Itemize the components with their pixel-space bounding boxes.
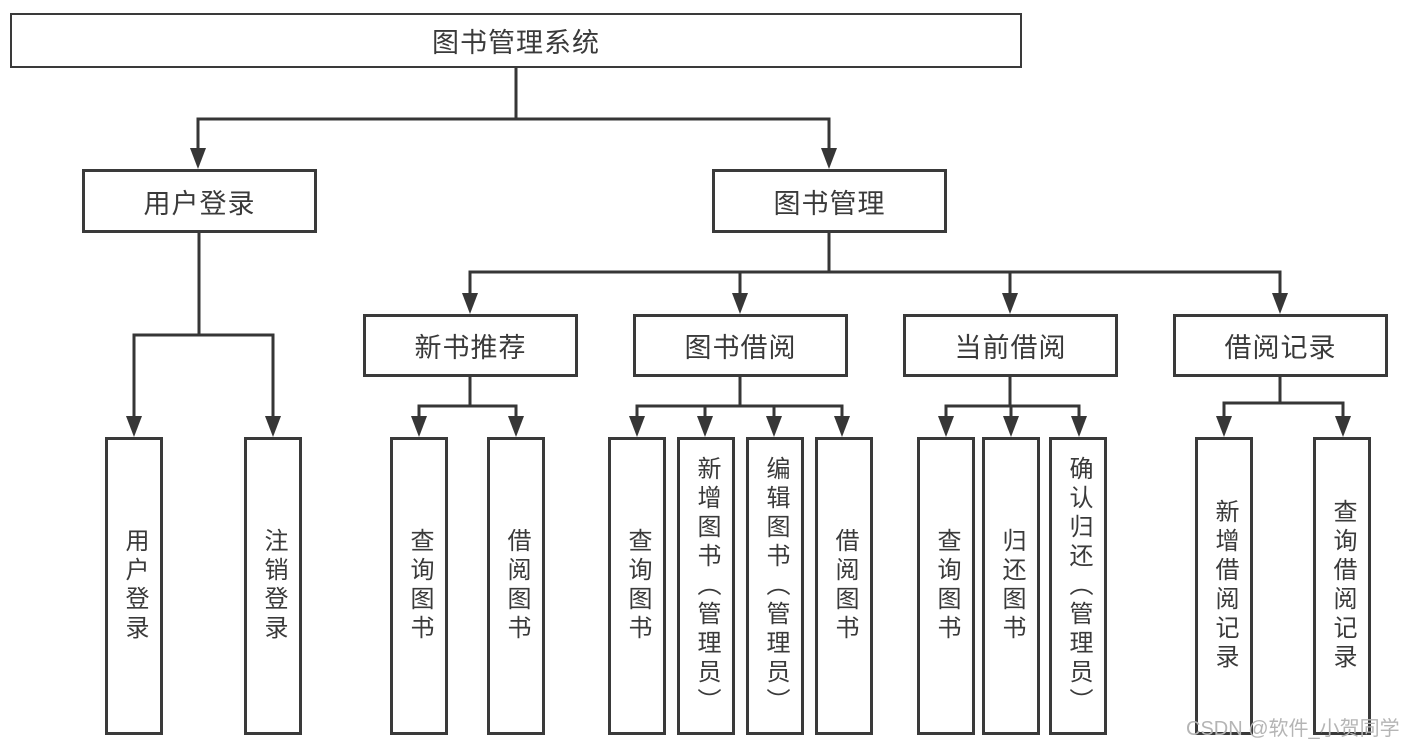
leaf-edit-books-admin-label: 编辑图书（管理员） [762, 455, 789, 717]
node-book-borrowing: 图书借阅 [633, 314, 848, 377]
leaf-query-books-borrowing-label: 查询图书 [624, 528, 651, 644]
leaf-add-books-admin-label: 新增图书（管理员） [693, 455, 720, 717]
leaf-add-borrow-record-label: 新增借阅记录 [1211, 499, 1238, 673]
leaf-borrow-books-label: 借阅图书 [831, 528, 858, 644]
node-library-management-system: 图书管理系统 [10, 13, 1022, 68]
leaf-return-books: 归还图书 [982, 437, 1040, 735]
node-library-management-system-label: 图书管理系统 [432, 28, 600, 58]
leaf-add-books-admin: 新增图书（管理员） [677, 437, 735, 735]
leaf-logout-label: 注销登录 [260, 528, 287, 644]
node-book-management-label: 图书管理 [773, 188, 886, 219]
node-current-borrowing-label: 当前借阅 [954, 333, 1067, 363]
node-current-borrowing: 当前借阅 [903, 314, 1118, 377]
leaf-user-login: 用户登录 [105, 437, 163, 735]
leaf-query-books-current-label: 查询图书 [933, 528, 960, 644]
node-borrowing-records-label: 借阅记录 [1224, 333, 1337, 363]
node-new-book-recommend: 新书推荐 [363, 314, 578, 377]
leaf-query-borrow-record: 查询借阅记录 [1313, 437, 1371, 735]
leaf-borrow-books-recommend: 借阅图书 [487, 437, 545, 735]
leaf-logout: 注销登录 [244, 437, 302, 735]
leaf-query-books-recommend: 查询图书 [390, 437, 448, 735]
leaf-query-books-borrowing: 查询图书 [608, 437, 666, 735]
leaf-user-login-label: 用户登录 [121, 528, 148, 644]
leaf-return-books-label: 归还图书 [998, 528, 1025, 644]
leaf-confirm-return-admin: 确认归还（管理员） [1049, 437, 1107, 735]
leaf-borrow-books-recommend-label: 借阅图书 [503, 528, 530, 644]
leaf-add-borrow-record: 新增借阅记录 [1195, 437, 1253, 735]
node-user-login-label: 用户登录 [143, 188, 256, 219]
leaf-query-borrow-record-label: 查询借阅记录 [1329, 499, 1356, 673]
node-borrowing-records: 借阅记录 [1173, 314, 1388, 377]
node-book-borrowing-label: 图书借阅 [684, 333, 797, 363]
leaf-query-books-recommend-label: 查询图书 [406, 528, 433, 644]
leaf-query-books-current: 查询图书 [917, 437, 975, 735]
leaf-confirm-return-admin-label: 确认归还（管理员） [1065, 455, 1092, 717]
node-new-book-recommend-label: 新书推荐 [414, 333, 527, 363]
connector-arrowheads [126, 148, 1351, 437]
node-user-login: 用户登录 [82, 169, 317, 233]
leaf-borrow-books: 借阅图书 [815, 437, 873, 735]
watermark: CSDN @软件_小贺同学 [1186, 718, 1400, 740]
leaf-edit-books-admin: 编辑图书（管理员） [746, 437, 804, 735]
node-book-management: 图书管理 [712, 169, 947, 233]
